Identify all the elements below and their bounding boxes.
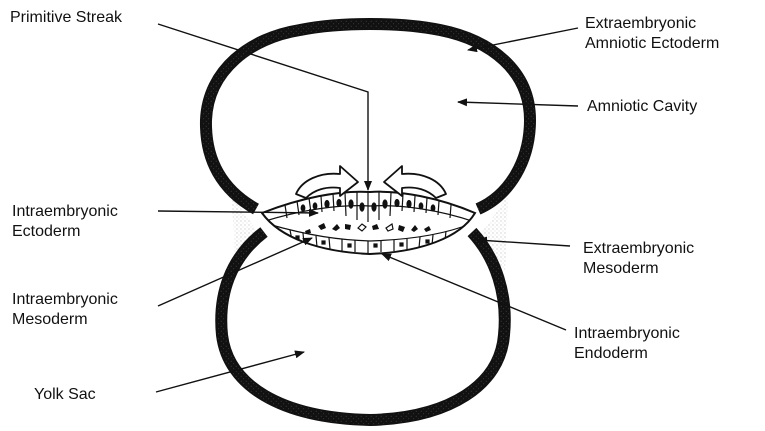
intraembryonic-endoderm-leader xyxy=(382,254,566,330)
label-extraembryonic-mesoderm: Extraembryonic Mesoderm xyxy=(583,239,694,279)
amniotic-cavity-leader xyxy=(458,102,578,106)
label-yolk-sac-text: Yolk Sac xyxy=(34,385,96,405)
primitive-streak-leader xyxy=(158,24,368,190)
label-line-1: Intraembryonic xyxy=(574,324,680,344)
label-primitive-streak-text: Primitive Streak xyxy=(10,8,122,28)
label-line-1: Intraembryonic xyxy=(12,202,118,222)
label-line-2: Ectoderm xyxy=(12,222,118,242)
embryonic-disc xyxy=(262,192,475,254)
yolk-sac xyxy=(221,232,504,420)
label-primitive-streak: Primitive Streak xyxy=(10,8,122,28)
label-yolk-sac: Yolk Sac xyxy=(34,385,96,405)
label-intraembryonic-mesoderm: Intraembryonic Mesoderm xyxy=(12,290,118,330)
label-intraembryonic-ectoderm: Intraembryonic Ectoderm xyxy=(12,202,118,242)
label-line-1: Extraembryonic xyxy=(585,14,719,34)
label-intraembryonic-endoderm: Intraembryonic Endoderm xyxy=(574,324,680,364)
label-line-1: Intraembryonic xyxy=(12,290,118,310)
label-extraembryonic-amniotic-ectoderm: Extraembryonic Amniotic Ectoderm xyxy=(585,14,719,54)
label-line-2: Amniotic Ectoderm xyxy=(585,34,719,54)
label-line-2: Endoderm xyxy=(574,344,680,364)
label-line-2: Mesoderm xyxy=(583,259,694,279)
label-line-2: Mesoderm xyxy=(12,310,118,330)
label-amniotic-cavity: Amniotic Cavity xyxy=(587,97,697,117)
extraembryonic-amniotic-ectoderm-leader xyxy=(468,28,578,50)
label-amniotic-cavity-text: Amniotic Cavity xyxy=(587,97,697,117)
label-line-1: Extraembryonic xyxy=(583,239,694,259)
